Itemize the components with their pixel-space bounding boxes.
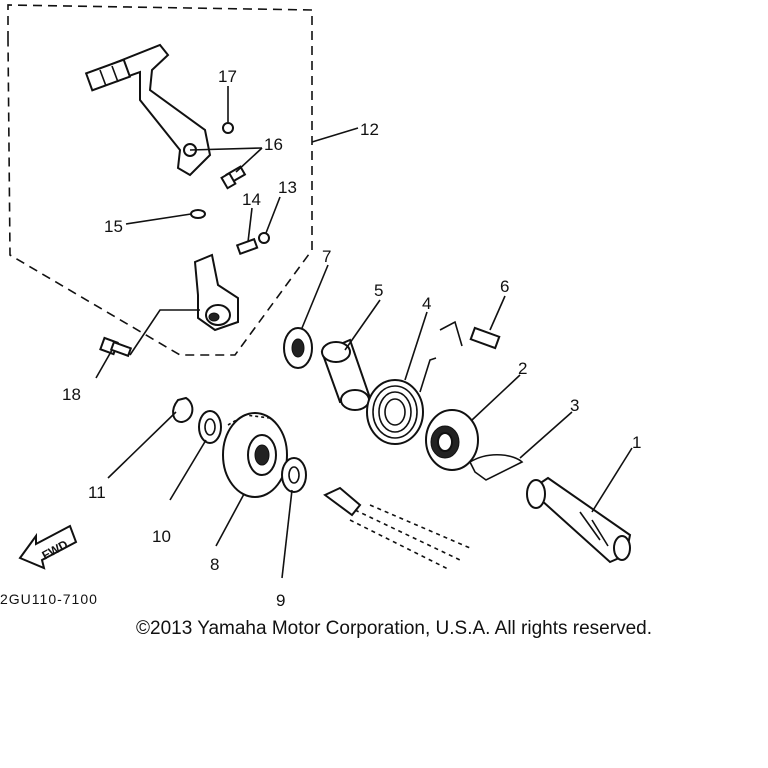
part-15-clip bbox=[190, 209, 206, 219]
callout-9: 9 bbox=[276, 591, 285, 610]
callout-3: 3 bbox=[570, 396, 579, 415]
callout-6: 6 bbox=[500, 277, 509, 296]
callout-11: 11 bbox=[88, 483, 106, 502]
callout-7: 7 bbox=[322, 247, 331, 266]
part-4-spring bbox=[366, 357, 437, 445]
callout-4: 4 bbox=[422, 294, 431, 313]
callout-10: 10 bbox=[152, 527, 171, 546]
callout-18: 18 bbox=[62, 385, 81, 404]
callout-1: 1 bbox=[632, 433, 641, 452]
part-11-circlip bbox=[172, 396, 194, 424]
part-5-sleeve bbox=[320, 338, 372, 411]
part-6-pin bbox=[469, 326, 501, 350]
fwd-arrow-icon: FWD bbox=[18, 524, 78, 570]
leader-lines bbox=[95, 86, 633, 579]
callout-16: 16 bbox=[264, 135, 283, 154]
callout-5: 5 bbox=[374, 281, 383, 300]
part-10-washer bbox=[198, 410, 222, 444]
diagram-code: 2GU110-7100 bbox=[0, 591, 98, 607]
part-13-ball bbox=[258, 232, 270, 244]
copyright-notice: ©2013 Yamaha Motor Corporation, U.S.A. A… bbox=[136, 618, 652, 639]
callout-12: 12 bbox=[360, 120, 379, 139]
part-8-gear bbox=[222, 412, 288, 498]
callout-14: 14 bbox=[242, 190, 261, 209]
kick-boss bbox=[193, 253, 239, 332]
part-18-bolt bbox=[99, 336, 133, 358]
part-16-bolt bbox=[220, 165, 247, 190]
part-3-clip bbox=[468, 454, 524, 481]
part-1-kick-axle bbox=[526, 476, 632, 564]
part-17-ball bbox=[222, 122, 234, 134]
part-2-ratchet bbox=[425, 409, 479, 471]
shaft bbox=[323, 486, 471, 571]
part-14-spring bbox=[235, 237, 259, 256]
callout-13: 13 bbox=[278, 178, 297, 197]
callout-17: 17 bbox=[218, 67, 237, 86]
part-7-washer bbox=[283, 327, 313, 369]
part-9-washer bbox=[281, 457, 307, 493]
callout-8: 8 bbox=[210, 555, 219, 574]
callout-15: 15 bbox=[104, 217, 123, 236]
callout-2: 2 bbox=[518, 359, 527, 378]
kick-lever bbox=[84, 43, 212, 177]
